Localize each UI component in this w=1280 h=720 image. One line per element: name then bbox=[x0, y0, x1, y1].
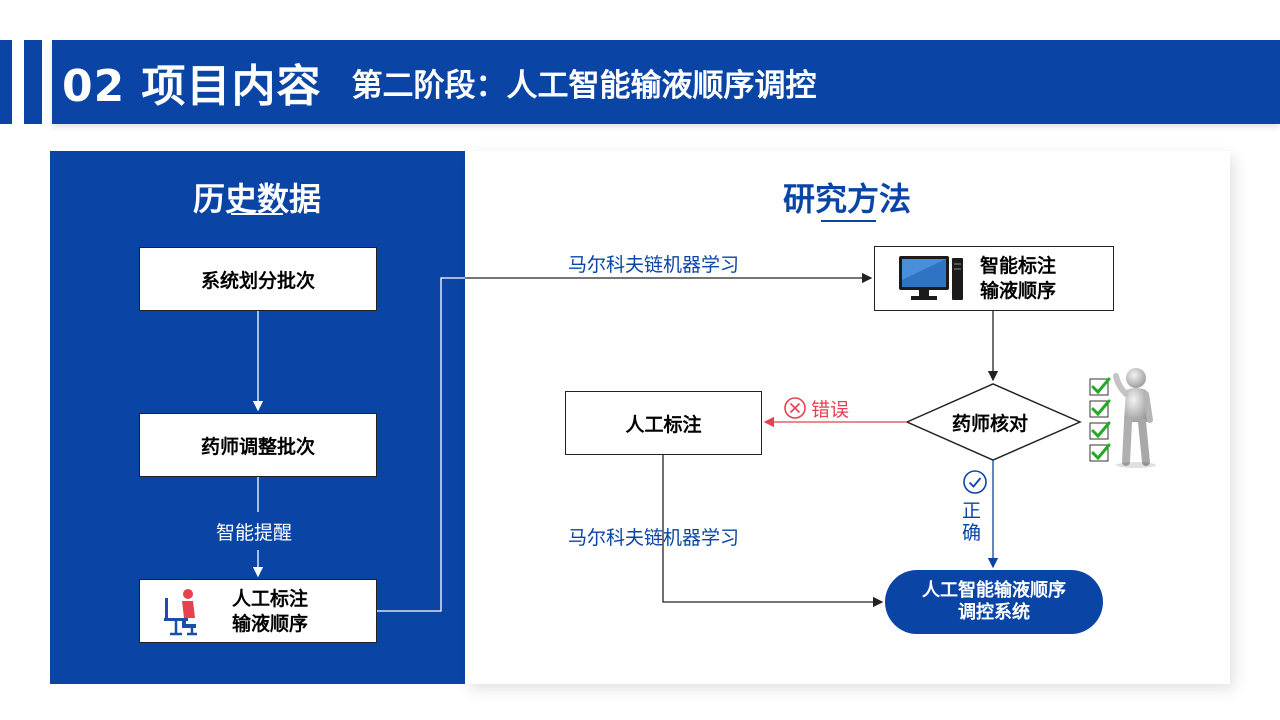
header-bar: 02 项目内容 第二阶段：人工智能输液顺序调控 bbox=[52, 40, 1280, 124]
manual-annotation-box: 人工标注 输液顺序 bbox=[139, 579, 377, 643]
history-title-underline bbox=[231, 213, 283, 215]
person-at-desk-icon bbox=[164, 589, 197, 636]
smart-annotation-box: 智能标注 输液顺序 bbox=[874, 246, 1114, 311]
check-diamond bbox=[905, 383, 1082, 461]
correct-label-char-2: 确 bbox=[962, 522, 982, 544]
system-batch-box: 系统划分批次 bbox=[139, 247, 377, 311]
header-stripe-2 bbox=[24, 40, 42, 124]
error-x-circle-icon bbox=[784, 397, 806, 419]
history-data-title: 历史数据 bbox=[192, 180, 321, 218]
page-subtitle: 第二阶段：人工智能输液顺序调控 bbox=[351, 67, 817, 104]
markov-chain-bottom-label: 马尔科夫链机器学习 bbox=[568, 527, 740, 549]
checklist-icon bbox=[1089, 377, 1111, 462]
ai-infusion-control-system: 人工智能输液顺序 调控系统 bbox=[885, 570, 1103, 634]
header-stripe-1 bbox=[0, 40, 12, 124]
research-title-underline bbox=[821, 220, 876, 222]
pharmacist-check-label: 药师核对 bbox=[952, 413, 1029, 435]
manual-annotation-method-box: 人工标注 bbox=[565, 391, 762, 455]
error-label: 错误 bbox=[811, 399, 850, 421]
arrow-manual-to-result bbox=[662, 455, 884, 608]
pharmacist-adjust-box: 药师调整批次 bbox=[139, 413, 377, 477]
3d-figure-icon bbox=[1113, 368, 1156, 468]
research-method-title: 研究方法 bbox=[782, 180, 911, 218]
smart-annotation-text: 智能标注 输液顺序 bbox=[980, 255, 1057, 302]
checkmark-circle-icon bbox=[963, 470, 987, 494]
markov-chain-top-label: 马尔科夫链机器学习 bbox=[568, 254, 740, 276]
page-number-title: 02 项目内容 bbox=[62, 61, 322, 112]
manual-annotation-text: 人工标注 输液顺序 bbox=[232, 588, 309, 635]
computer-icon bbox=[899, 256, 963, 300]
correct-label-char-1: 正 bbox=[962, 500, 982, 522]
smart-reminder-label: 智能提醒 bbox=[216, 522, 293, 544]
